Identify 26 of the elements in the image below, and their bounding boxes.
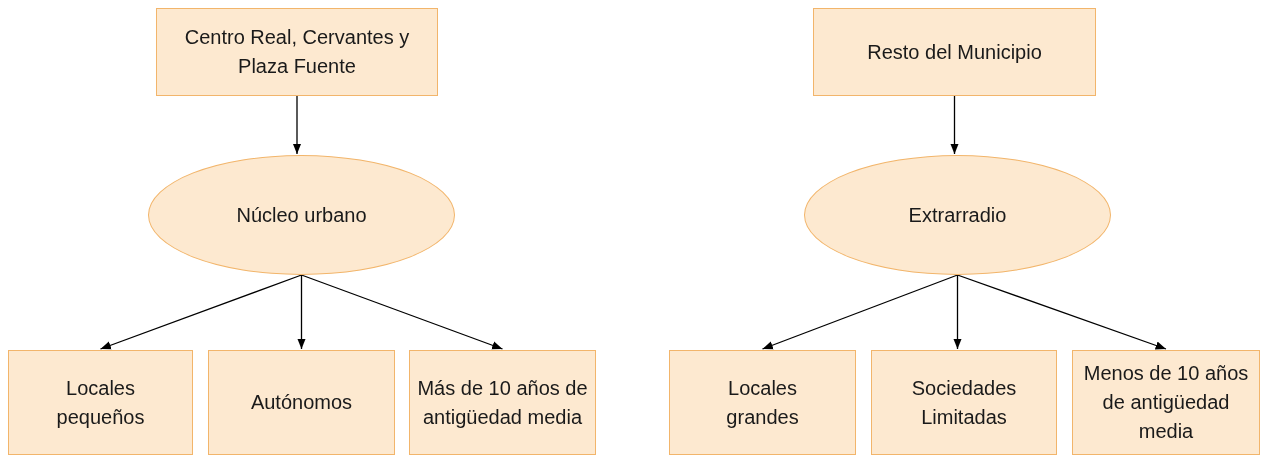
process-box — [669, 350, 856, 455]
process-box — [409, 350, 596, 455]
arrow — [761, 274, 959, 350]
arrow — [956, 274, 1167, 350]
process-box — [1072, 350, 1260, 455]
node-label: Locales grandes — [725, 375, 800, 430]
node-label: Sociedades Limitadas — [910, 375, 1018, 430]
process-box — [156, 8, 438, 96]
process-box — [8, 350, 193, 455]
node-label: Autónomos — [249, 390, 354, 415]
arrow — [953, 274, 962, 350]
arrow — [297, 274, 306, 350]
node-label: Locales pequeños — [55, 375, 146, 430]
node-label: Más de 10 años de antigüedad media — [416, 375, 589, 430]
arrow — [300, 274, 504, 350]
process-box — [813, 8, 1096, 96]
process-box — [871, 350, 1057, 455]
process-box — [208, 350, 395, 455]
arrow — [99, 274, 303, 350]
node-label: Centro Real, Cervantes y Plaza Fuente — [183, 25, 411, 79]
node-label: Menos de 10 años de antigüedad media — [1082, 361, 1250, 444]
arrow — [292, 95, 302, 155]
node-label: Extrarradio — [907, 202, 1008, 228]
arrow — [950, 95, 959, 155]
node-label: Resto del Municipio — [866, 39, 1043, 65]
node-label: Núcleo urbano — [235, 202, 368, 228]
